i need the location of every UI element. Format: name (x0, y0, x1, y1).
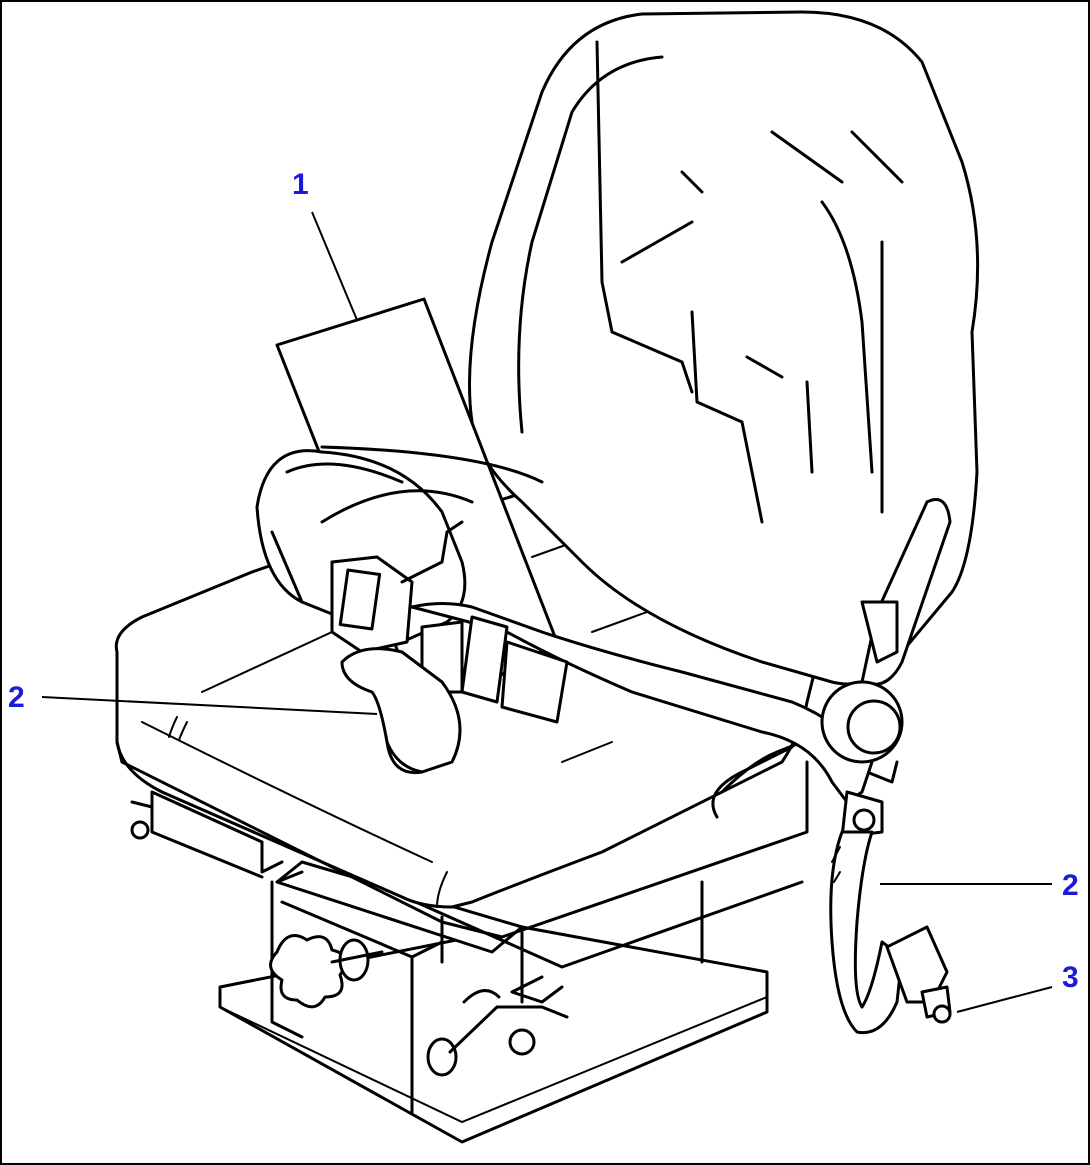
callouts: 1 2 2 3 (8, 168, 1079, 994)
seat-slide-base (130, 790, 804, 1144)
callout-1: 1 (292, 168, 309, 201)
leader-1 (311, 211, 358, 321)
leader-lines (41, 211, 1053, 1013)
leader-3 (956, 986, 1053, 1013)
slide-adjust-lever (426, 989, 569, 1077)
left-slide-handle (130, 790, 284, 879)
seat-belt-right-anchor (820, 680, 904, 839)
height-adjust-knob (269, 934, 384, 1009)
seat-back (468, 10, 980, 819)
leader-2-left (41, 696, 378, 715)
seat-belt-buckle (330, 520, 464, 654)
callout-2-right: 2 (1062, 869, 1079, 902)
seat-belt (255, 445, 952, 1035)
callout-2-left: 2 (8, 681, 25, 714)
callout-3: 3 (1062, 961, 1079, 994)
